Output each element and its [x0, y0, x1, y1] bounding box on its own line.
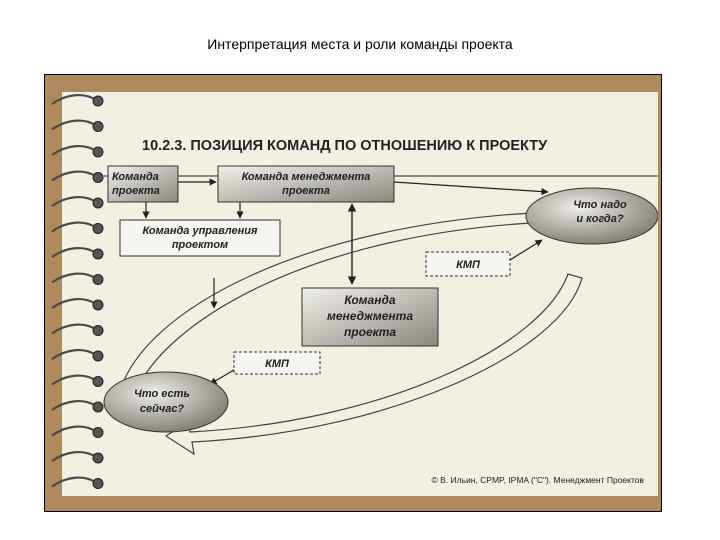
- control-team-line2: проектом: [172, 239, 228, 251]
- team-position-diagram: 10.2.3. ПОЗИЦИЯ КОМАНД ПО ОТНОШЕНИЮ К ПР…: [62, 92, 658, 496]
- kmp-lower-label: КМП: [265, 358, 290, 370]
- arrow-kmp-to-goal: [510, 240, 542, 260]
- diagram-heading: 10.2.3. ПОЗИЦИЯ КОМАНД ПО ОТНОШЕНИЮ К ПР…: [142, 138, 548, 154]
- project-team-line1: Команда: [112, 171, 159, 183]
- project-team-line2: проекта: [112, 185, 160, 197]
- arrow-kmp-to-now: [210, 370, 234, 384]
- kmp-upper-label: КМП: [456, 259, 481, 271]
- mgmt-team-top-line1: Команда менеджмента: [242, 171, 371, 183]
- slide-title: Интерпретация места и роли команды проек…: [0, 36, 720, 52]
- current-state-line2: сейчас?: [140, 403, 185, 415]
- mgmt-team-center-line1: Команда: [344, 293, 395, 307]
- mgmt-team-center-line3: проекта: [344, 325, 396, 339]
- mgmt-team-center-line2: менеджмента: [327, 309, 413, 323]
- mgmt-team-top-line2: проекта: [282, 185, 330, 197]
- arrow-mgmt-to-goal: [394, 182, 548, 192]
- copyright-note: © В. Ильин, CPMP, IPMA ("C"). Менеджмент…: [431, 475, 644, 485]
- current-state-line1: Что есть: [134, 388, 190, 400]
- control-team-line1: Команда управления: [143, 225, 258, 237]
- goal-line2: и когда?: [576, 213, 623, 225]
- goal-line1: Что надо: [573, 199, 627, 211]
- current-state-ellipse: [104, 372, 228, 432]
